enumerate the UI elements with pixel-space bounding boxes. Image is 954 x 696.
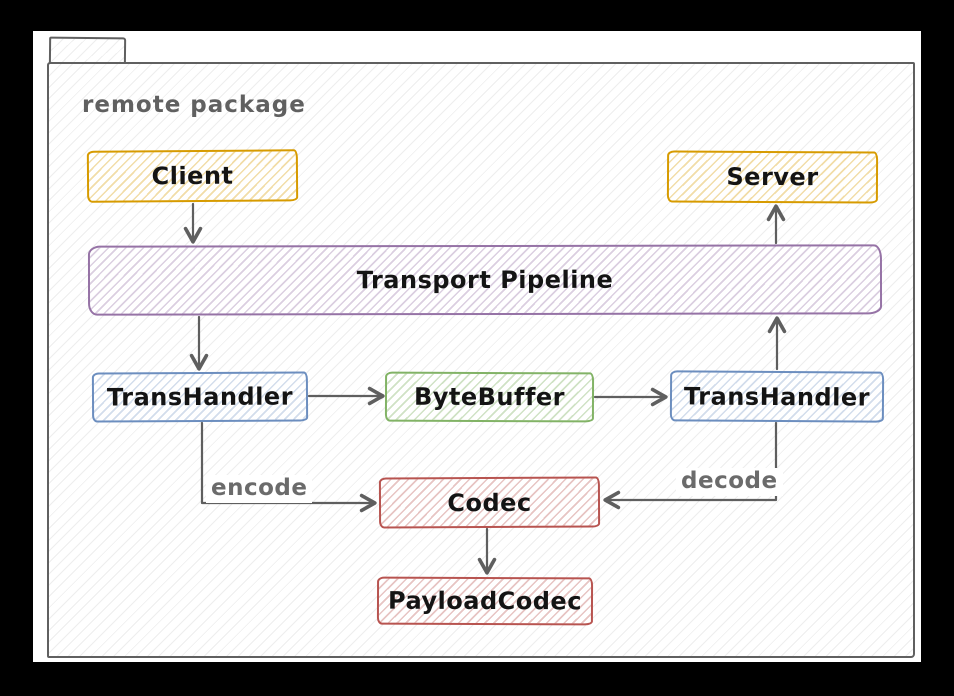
node-transhandler-right: TransHandler <box>669 370 885 423</box>
node-codec-label: Codec <box>447 488 532 517</box>
package-title: remote package <box>82 92 306 118</box>
connector-encode <box>200 421 377 513</box>
node-codec: Codec <box>378 476 601 529</box>
node-transhandler-right-label: TransHandler <box>683 381 871 412</box>
node-payloadcodec: PayloadCodec <box>376 576 594 626</box>
node-server: Server <box>666 150 879 204</box>
edge-label-decode: decode <box>676 468 783 496</box>
node-bytebuffer: ByteBuffer <box>384 371 595 423</box>
edge-label-encode: encode <box>206 475 313 503</box>
node-client: Client <box>86 149 299 203</box>
node-transhandler-left-label: TransHandler <box>106 382 294 412</box>
node-transhandler-left: TransHandler <box>91 371 309 423</box>
node-client-label: Client <box>151 161 234 191</box>
node-server-label: Server <box>726 162 819 192</box>
node-transport-pipeline: Transport Pipeline <box>87 244 883 316</box>
connector-decode <box>603 421 778 510</box>
node-transport-pipeline-label: Transport Pipeline <box>356 265 614 295</box>
node-payloadcodec-label: PayloadCodec <box>387 586 583 616</box>
node-bytebuffer-label: ByteBuffer <box>413 382 566 412</box>
